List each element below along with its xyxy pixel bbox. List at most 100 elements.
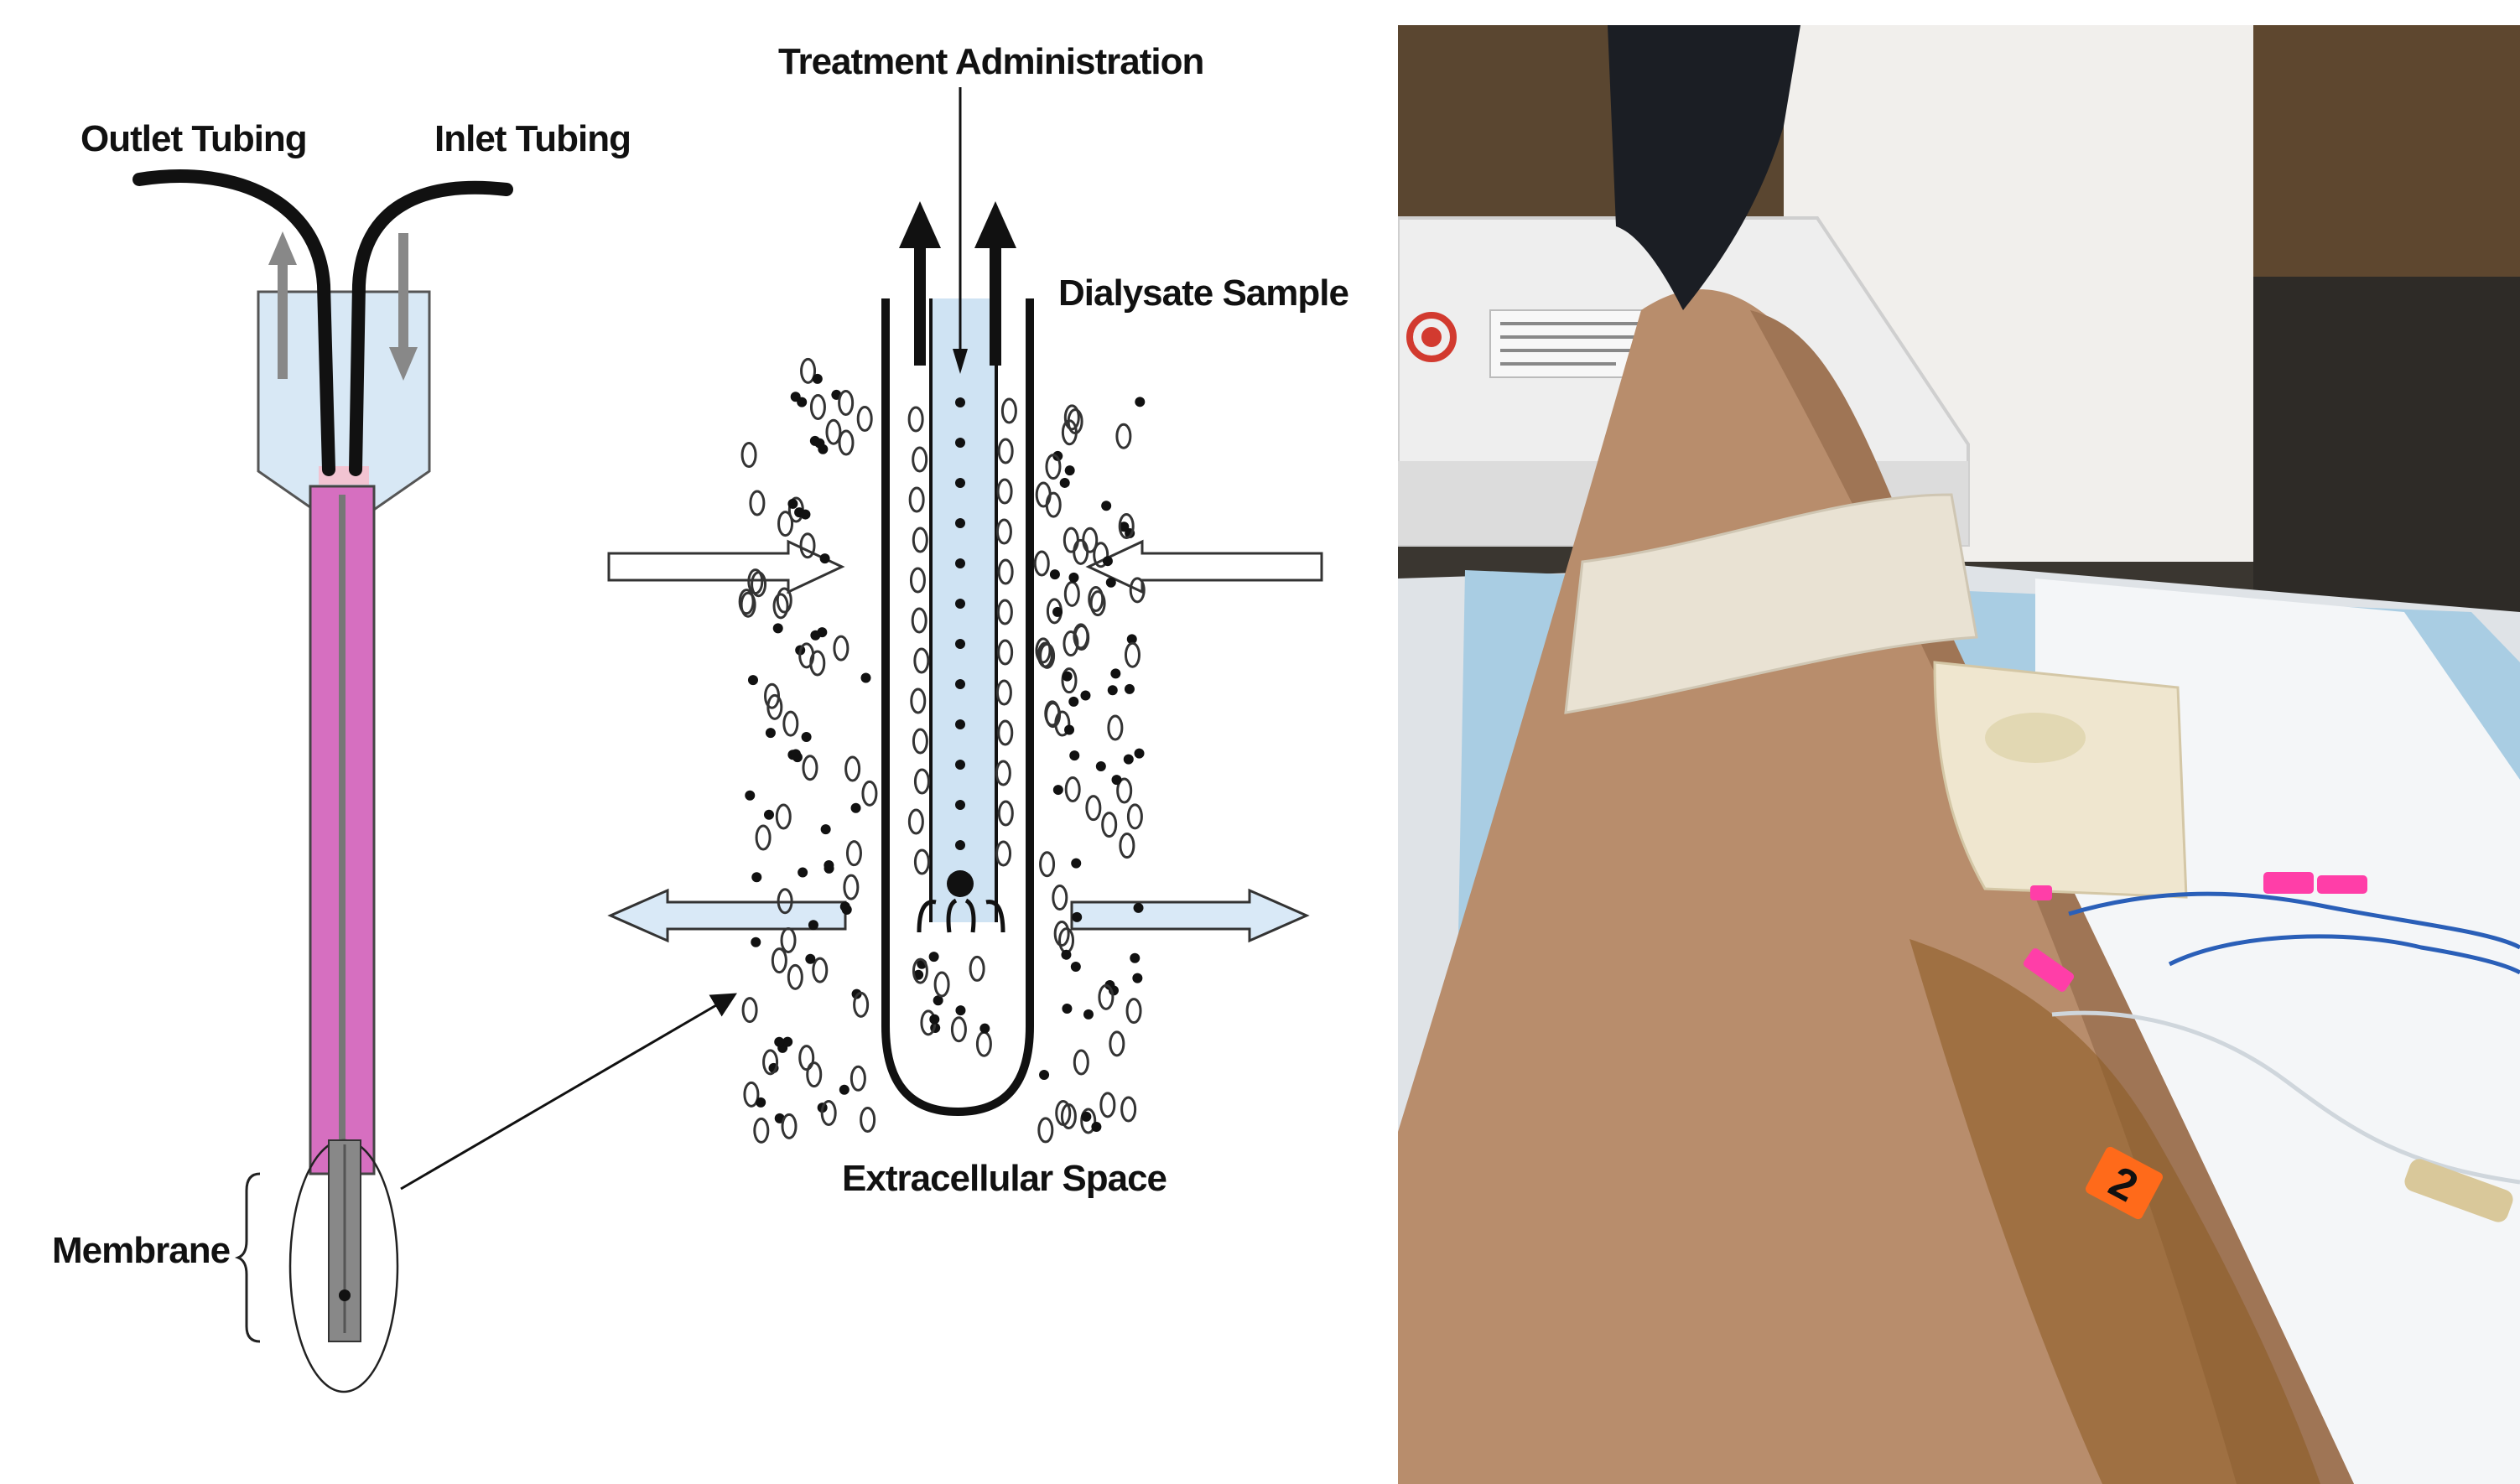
solute-ellipse — [743, 999, 756, 1022]
solute-ellipse — [839, 431, 853, 454]
clinical-photo: 2 — [1398, 25, 2520, 1484]
solute-dot — [1053, 785, 1063, 795]
solute-dot — [955, 800, 965, 810]
solute-dot — [1132, 973, 1142, 983]
solute-dot — [979, 1024, 990, 1034]
solute-ellipse — [998, 480, 1011, 503]
solute-ellipse — [909, 810, 922, 833]
magnify-pointer-arrow — [401, 999, 726, 1189]
solute-dot — [802, 732, 812, 742]
solute-dot — [787, 499, 798, 509]
solute-ellipse — [782, 929, 795, 952]
solute-dot — [1065, 465, 1075, 475]
solute-ellipse — [788, 965, 802, 988]
solute-ellipse — [782, 1114, 796, 1138]
solute-dot — [1061, 950, 1071, 960]
solute-dot — [1071, 962, 1081, 972]
solute-ellipse — [1039, 1118, 1052, 1142]
solute-ellipse — [915, 850, 928, 874]
solute-ellipse — [1074, 540, 1088, 563]
solute-ellipse — [822, 1101, 835, 1124]
solute-ellipse — [1035, 552, 1048, 575]
solute-dot — [1080, 691, 1090, 701]
solute-ellipse — [751, 491, 764, 515]
solute-ellipse — [1128, 805, 1141, 828]
solute-ellipse — [999, 802, 1012, 825]
solute-dot — [791, 750, 801, 760]
solute-ellipse — [999, 560, 1012, 584]
membrane-region — [238, 1140, 397, 1392]
solute-dot — [773, 623, 783, 633]
solute-dot — [1062, 1004, 1072, 1014]
solute-ellipse — [1074, 1051, 1088, 1074]
solute-ellipse — [909, 407, 922, 431]
solute-dot — [1106, 578, 1116, 588]
solute-ellipse — [912, 689, 925, 713]
solute-dot — [955, 760, 965, 770]
tubing — [139, 176, 507, 470]
solute-dot — [929, 1014, 939, 1025]
solute-dot — [797, 397, 807, 407]
dialysate-sample-label: Dialysate Sample — [1058, 272, 1348, 314]
solute-dot — [805, 954, 815, 964]
solute-dot — [839, 1085, 850, 1095]
solute-dot — [929, 952, 939, 962]
solute-dot — [1135, 749, 1145, 759]
solute-dot — [955, 478, 965, 488]
solute-ellipse — [1109, 716, 1122, 739]
solute-dot — [1063, 672, 1073, 682]
solute-ellipse — [1064, 528, 1078, 552]
solute-ellipse — [997, 520, 1011, 543]
solute-dot — [764, 810, 774, 820]
solute-dot — [1071, 859, 1081, 869]
solute-dot — [861, 673, 871, 683]
solute-dot — [800, 510, 810, 520]
solute-dot — [955, 1005, 965, 1015]
solute-dot — [824, 860, 834, 870]
solute-ellipse — [910, 488, 923, 511]
solute-dot — [1068, 573, 1078, 583]
solute-ellipse — [1002, 399, 1016, 423]
solute-dot — [810, 630, 820, 641]
solute-ellipse — [970, 957, 984, 980]
solute-ellipse — [999, 721, 1012, 745]
solute-ellipse — [1047, 455, 1060, 479]
solute-ellipse — [1065, 582, 1078, 605]
solute-ellipse — [996, 761, 1010, 785]
solute-dot — [751, 937, 761, 947]
solute-ellipse — [1047, 493, 1060, 516]
solute-dot — [955, 438, 965, 448]
solute-ellipse — [999, 641, 1012, 664]
solute-ellipse — [813, 958, 827, 982]
solute-ellipse — [827, 420, 840, 444]
membrane-label: Membrane — [52, 1230, 230, 1271]
solute-dot — [1064, 724, 1074, 734]
probe-shaft — [310, 486, 374, 1174]
extracellular-space-label: Extracellular Space — [842, 1158, 1166, 1199]
solute-dot — [1124, 755, 1134, 765]
solute-ellipse — [911, 568, 924, 592]
solute-ellipse — [952, 1018, 965, 1041]
solute-dot — [1069, 750, 1079, 760]
solute-ellipse — [861, 1108, 875, 1131]
solute-dot — [955, 599, 965, 609]
solute-dot — [1039, 1070, 1049, 1080]
solute-ellipse — [772, 949, 786, 973]
solute-dot — [955, 840, 965, 850]
solute-ellipse — [777, 805, 790, 828]
solute-ellipse — [1103, 813, 1116, 837]
solute-ellipse — [1122, 1097, 1135, 1121]
solute-ellipse — [913, 528, 927, 552]
microdialysis-diagram: Outlet Tubing Inlet Tubing Treatment Adm… — [0, 0, 1392, 1484]
outlet-tubing-label: Outlet Tubing — [81, 118, 307, 159]
solute-dot — [813, 374, 823, 384]
solute-ellipse — [1053, 886, 1067, 910]
solute-ellipse — [913, 448, 927, 471]
solute-dot — [1060, 478, 1070, 488]
solute-dot — [798, 868, 808, 878]
solute-dot — [955, 719, 965, 729]
solute-dot — [955, 679, 965, 689]
solute-ellipse — [1087, 796, 1100, 820]
solute-ellipse — [756, 826, 770, 849]
solute-ellipse — [811, 395, 824, 418]
